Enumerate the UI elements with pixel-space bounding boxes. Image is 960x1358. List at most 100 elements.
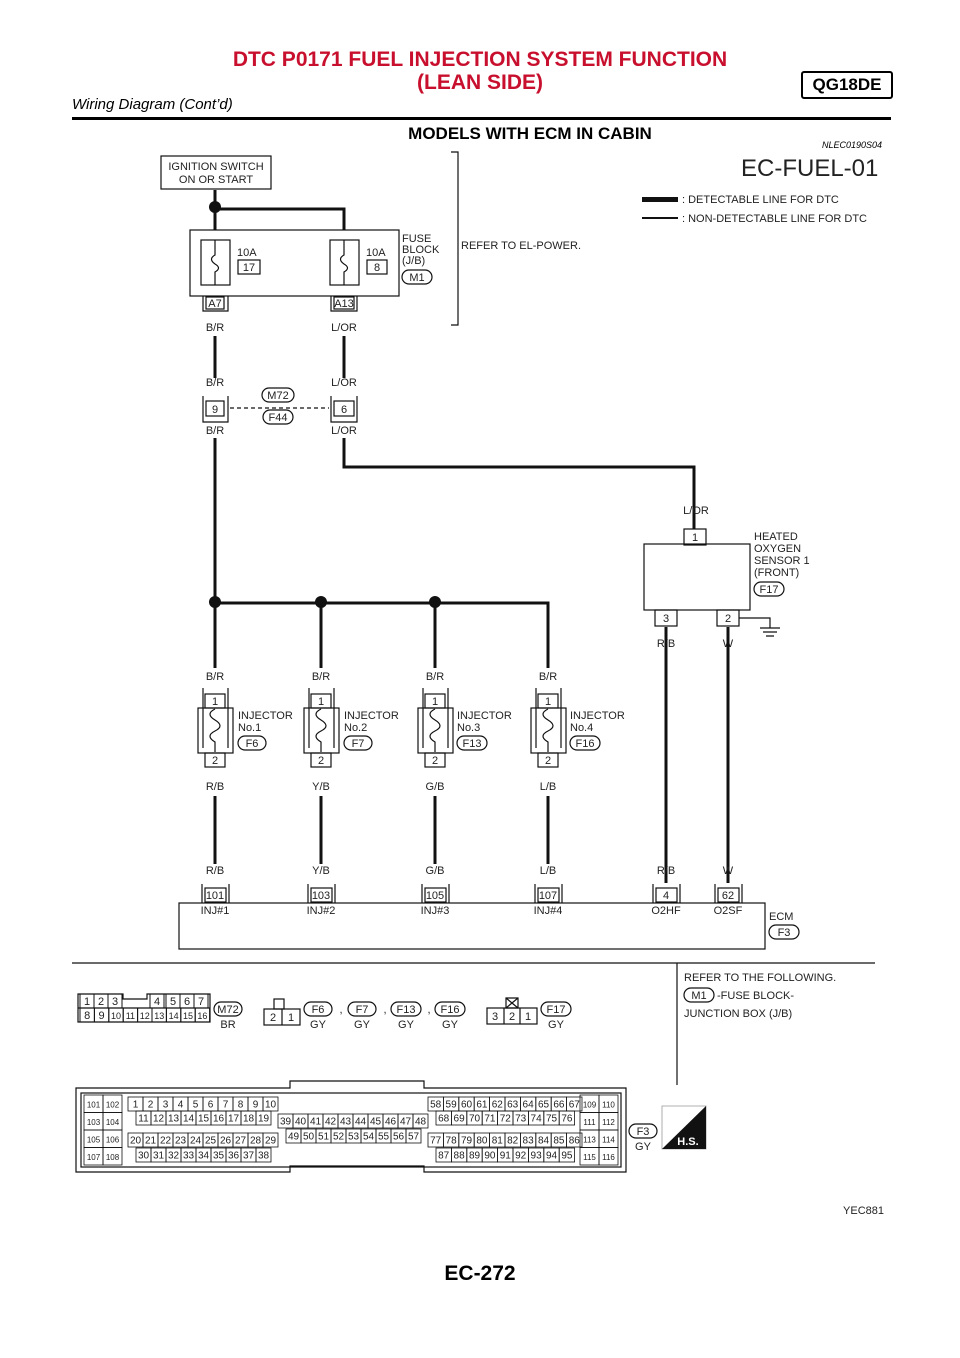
inj-color-f16: GY: [442, 1019, 459, 1031]
wire-label-br-3: B/R: [206, 425, 224, 437]
m72-pin-label: 6: [184, 996, 190, 1008]
f3-pin-label: 94: [546, 1151, 558, 1162]
ecm-conn: F3: [778, 927, 791, 939]
inj1-pin2: 2: [212, 755, 218, 767]
f3-pin-label: 31: [153, 1151, 165, 1162]
pin-a7-frame: [202, 296, 229, 312]
f3-pin-label: 39: [280, 1117, 292, 1128]
m72-code: M72: [217, 1004, 238, 1016]
inj3-coil-icon: [429, 708, 441, 752]
inj2-pin1: 1: [318, 696, 324, 708]
f3-pin-label: 114: [602, 1135, 615, 1144]
ecm-t103-box: [310, 887, 333, 903]
f3-pin-label: 17: [228, 1114, 240, 1125]
sensor-label-2: OXYGEN: [754, 543, 801, 555]
fuse-block-conn: M1: [409, 272, 424, 284]
fuse-8-amp: 10A: [366, 247, 386, 259]
refer-fuse-block: -FUSE BLOCK-: [717, 990, 794, 1002]
m72-pin-label: 11: [126, 1011, 135, 1021]
m72-pin-label: 5: [170, 996, 176, 1008]
ecm-t107-name: INJ#4: [534, 905, 563, 917]
joint-pin9-box: [205, 400, 225, 417]
f3-pin-label: 116: [602, 1153, 615, 1162]
wire-label-br-1: B/R: [206, 322, 224, 334]
f3-pin-label: 6: [208, 1100, 214, 1111]
f17-outline: [486, 1007, 538, 1025]
ecm-t105-name: INJ#3: [421, 905, 450, 917]
f3-pin-label: 67: [569, 1100, 581, 1111]
ecm-t4-box: [655, 887, 678, 903]
m72-pin-label: 8: [84, 1010, 90, 1022]
ground-wire: [739, 617, 771, 628]
wire-label-yb-1: Y/B: [312, 781, 330, 793]
f3-pin-label: 45: [370, 1117, 382, 1128]
f3-pin-label: 84: [538, 1136, 550, 1147]
fuse-8-num-box: [366, 259, 388, 275]
inj2-conn-oval: [343, 735, 373, 751]
fuse-17-num-box: [237, 259, 261, 275]
f3-pin-label: 44: [355, 1117, 367, 1128]
f3-pin-label: 8: [238, 1100, 244, 1111]
f3-pin-label: 78: [446, 1136, 458, 1147]
f3-pin-label: 7: [223, 1100, 229, 1111]
inj-conn-pin-2: 2: [270, 1012, 276, 1024]
inj-code-f16-oval: [434, 1001, 466, 1017]
inj-code-f6: F6: [312, 1004, 325, 1016]
f3-pin-label: 59: [446, 1100, 458, 1111]
refer-following-title: REFER TO THE FOLLOWING.: [684, 972, 836, 984]
f3-pin-label: 93: [531, 1151, 543, 1162]
m72-code-oval: [213, 1001, 243, 1017]
wire-label-lb-1: L/B: [540, 781, 557, 793]
inj-code-f16: F16: [441, 1004, 460, 1016]
f3-pin-label: 108: [106, 1153, 120, 1162]
ecm-t105-box: [424, 887, 447, 903]
inj1-pin2-box: [204, 752, 226, 768]
f3-pin-label: 58: [430, 1100, 442, 1111]
inj4-pin2-box: [537, 752, 559, 768]
sensor-label-4: (FRONT): [754, 567, 799, 579]
f3-pin-label: 64: [523, 1100, 535, 1111]
fuse-8-icon: [339, 240, 349, 285]
inj-code-f6-oval: [303, 1001, 333, 1017]
ecm-t107-frame: [534, 884, 563, 903]
f3-pin-label: 66: [553, 1100, 565, 1111]
sensor-conn-oval: [753, 581, 785, 597]
f3-pin-label: 62: [492, 1100, 504, 1111]
joint-pin9-frame: [202, 396, 229, 423]
refer-junction-box: JUNCTION BOX (J/B): [684, 1008, 792, 1020]
f3-pin-label: 89: [469, 1151, 481, 1162]
inj4-pin1: 1: [545, 696, 551, 708]
f3-pin-label: 54: [363, 1132, 375, 1143]
m72-pin-label: 3: [112, 996, 118, 1008]
f3-pin-label: 65: [538, 1100, 550, 1111]
sensor-pin1: 1: [692, 532, 698, 544]
inj-color-f7: GY: [354, 1019, 371, 1031]
f3-pin-label: 115: [583, 1153, 596, 1162]
f3-pin-label: 61: [476, 1100, 488, 1111]
f3-pin-label: 48: [415, 1117, 427, 1128]
section-ref: NLEC0190S04: [822, 140, 883, 150]
f3-pin-label: 2: [148, 1100, 154, 1111]
f3-pin-label: 22: [160, 1136, 172, 1147]
wire-label-rb-3: R/B: [657, 865, 675, 877]
m72-pin-label: 12: [140, 1011, 150, 1021]
inj-sep-3: ,: [427, 1004, 430, 1016]
f3-pin-label: 90: [484, 1151, 496, 1162]
pin-a7: A7: [208, 298, 221, 310]
m72-pin-label: 4: [154, 996, 160, 1008]
f3-pin-label: 19: [258, 1114, 270, 1125]
f3-cell: [558, 1110, 576, 1126]
inj3-pin2-box: [424, 752, 446, 768]
pin-a13-box: [333, 296, 355, 310]
joint-pin6: 6: [341, 404, 347, 416]
f3-pin-label: 25: [205, 1136, 217, 1147]
f3-pin-label: 107: [87, 1153, 101, 1162]
f3-cell: [566, 1132, 583, 1148]
f3-code-oval: [628, 1123, 658, 1139]
f3-pin-label: 102: [106, 1100, 120, 1109]
ecm-t105-pin: 105: [426, 890, 444, 902]
f3-pin-label: 101: [87, 1100, 101, 1109]
f3-pin-label: 88: [454, 1151, 466, 1162]
ecm-t4-frame: [652, 884, 681, 903]
